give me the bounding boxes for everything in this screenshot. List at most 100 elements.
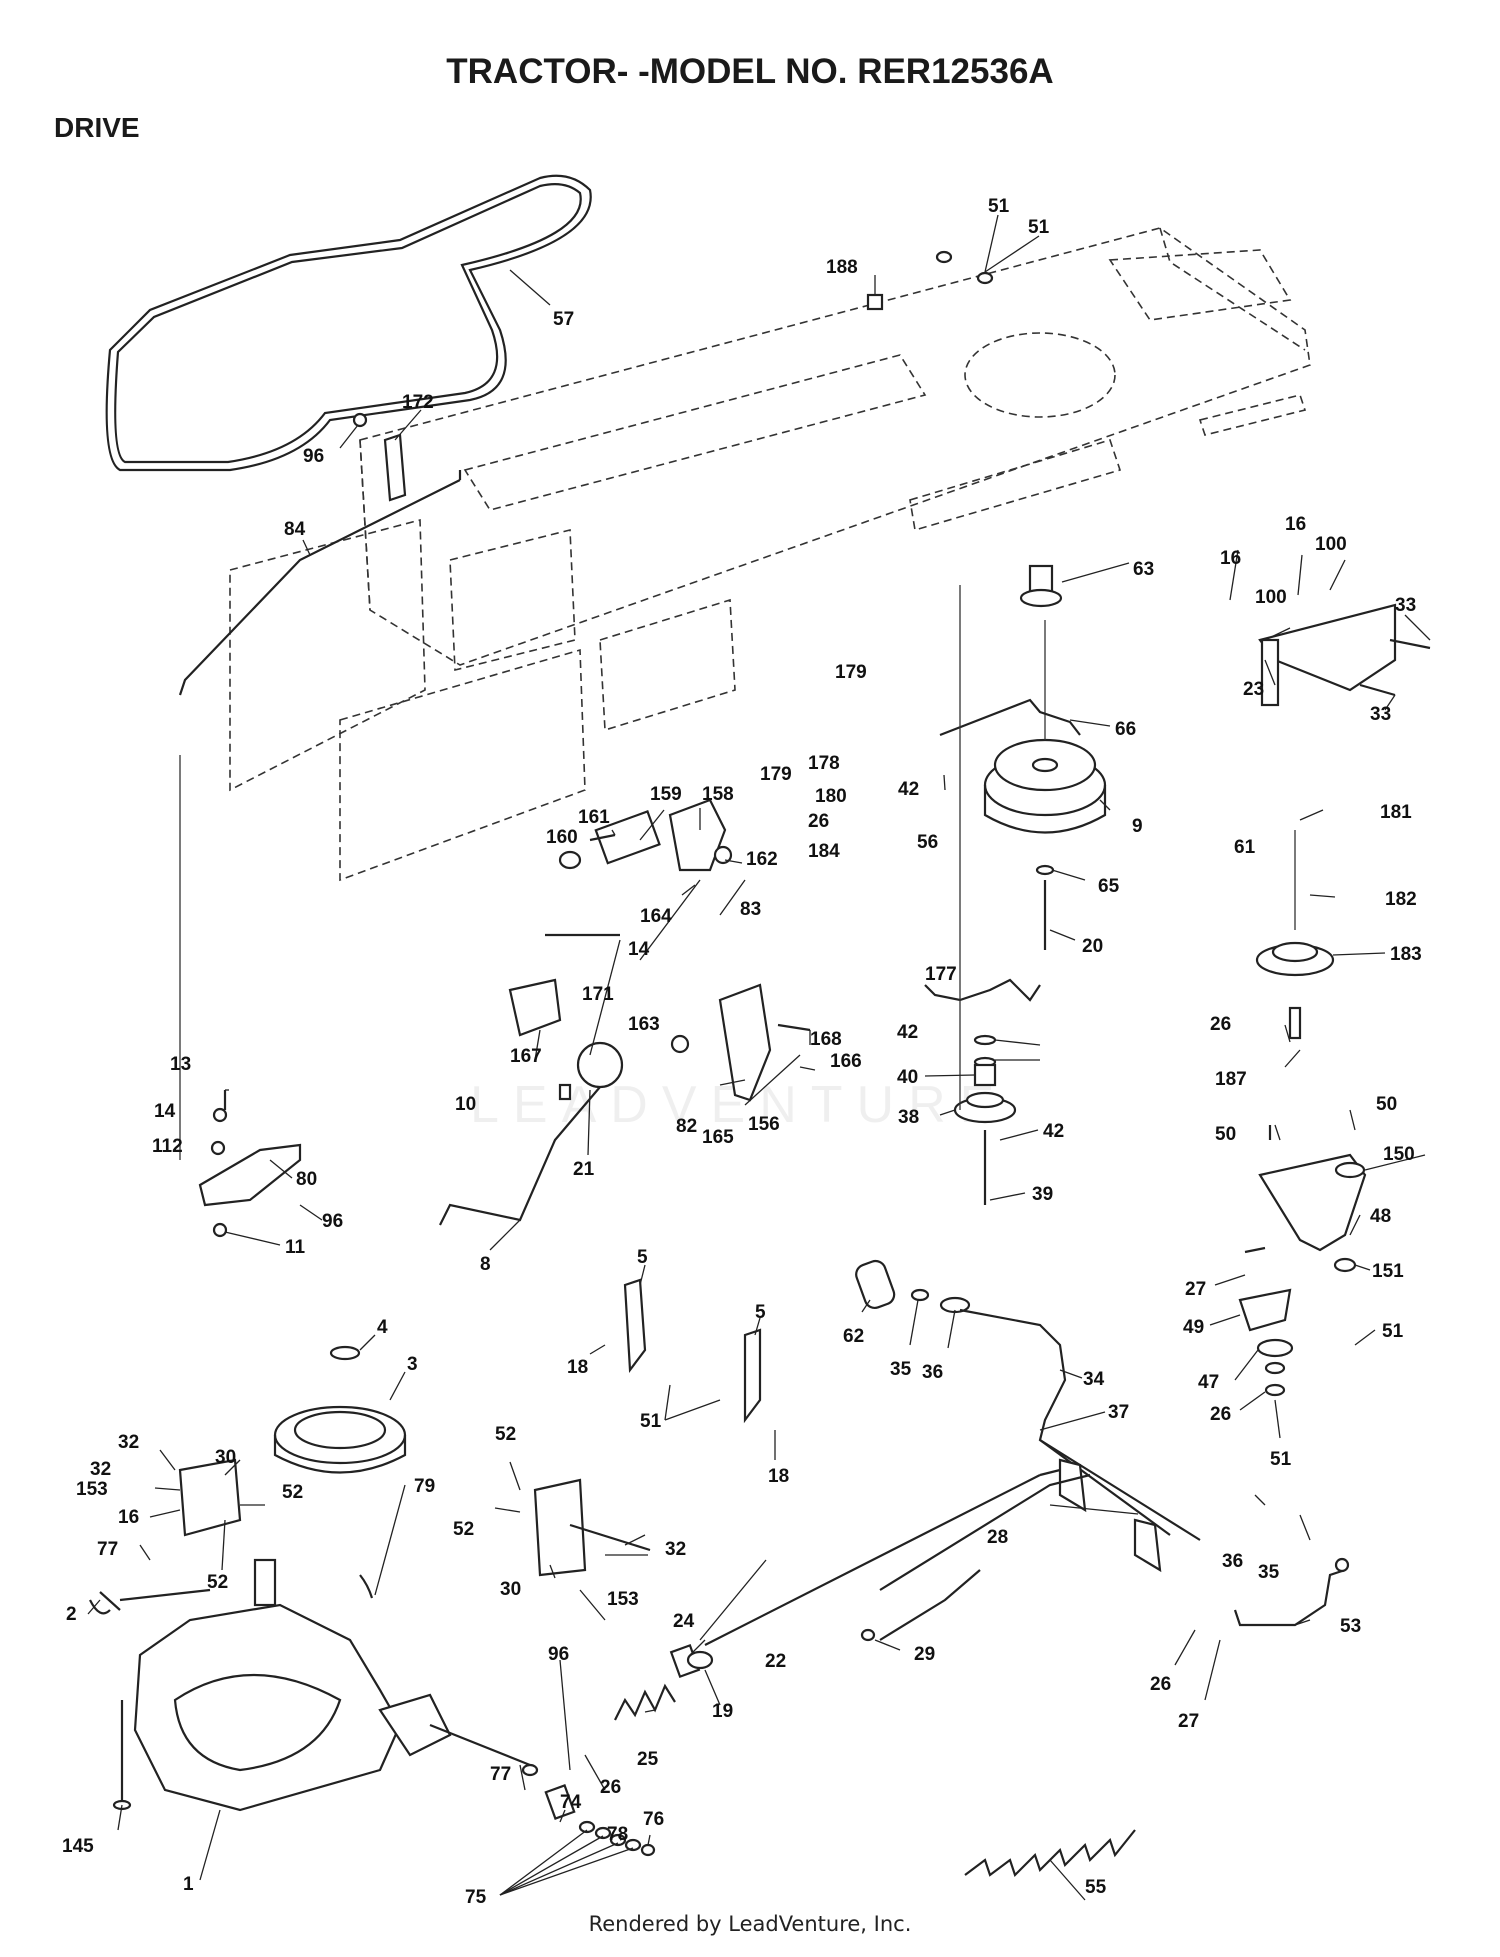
callout-20: 20 (1082, 936, 1103, 957)
callout-1: 1 (183, 1874, 194, 1895)
callout-18: 18 (768, 1466, 789, 1487)
callout-52: 52 (453, 1519, 474, 1540)
callout-76: 76 (643, 1809, 664, 1830)
callout-24: 24 (673, 1611, 695, 1632)
callout-22: 22 (765, 1651, 786, 1672)
shift-bracket-left (623, 1278, 647, 1374)
leader-lines (87, 214, 1431, 1901)
callout-66: 66 (1115, 719, 1136, 740)
callout-29: 29 (914, 1644, 935, 1665)
callout-51: 51 (1028, 217, 1050, 238)
callout-158: 158 (702, 784, 734, 805)
lift-bracket (198, 1143, 302, 1207)
callout-55: 55 (1085, 1877, 1107, 1898)
callout-16: 16 (118, 1507, 139, 1528)
callout-26: 26 (808, 811, 829, 832)
callout-79: 79 (414, 1476, 435, 1497)
callout-18: 18 (567, 1357, 588, 1378)
callout-50: 50 (1376, 1094, 1397, 1115)
return-spring (964, 1829, 1136, 1878)
callout-183: 183 (1390, 944, 1422, 965)
callout-100: 100 (1255, 587, 1287, 608)
callout-4: 4 (377, 1317, 388, 1338)
idler-stack (924, 585, 1041, 1205)
callout-52: 52 (207, 1572, 228, 1593)
callout-14: 14 (154, 1101, 176, 1122)
idler-bracket (1258, 603, 1397, 692)
callout-26: 26 (1210, 1404, 1231, 1425)
shift-knob (576, 1041, 624, 1089)
callout-8: 8 (480, 1254, 491, 1275)
callout-33: 33 (1370, 704, 1391, 725)
callout-28: 28 (987, 1527, 1008, 1548)
callout-80: 80 (296, 1169, 317, 1190)
callout-5: 5 (755, 1302, 766, 1323)
footer-credit: Rendered by LeadVenture, Inc. (588, 1912, 912, 1936)
callout-32: 32 (665, 1539, 686, 1560)
callout-180: 180 (815, 786, 847, 807)
transaxle-pulley (273, 1345, 407, 1599)
callout-35: 35 (1258, 1562, 1280, 1583)
callout-30: 30 (500, 1579, 521, 1600)
callout-53: 53 (1340, 1616, 1361, 1637)
callout-181: 181 (1380, 802, 1412, 823)
callout-182: 182 (1385, 889, 1417, 910)
callout-165: 165 (702, 1127, 734, 1148)
callout-74: 74 (560, 1792, 582, 1813)
drive-belt (105, 174, 592, 472)
callout-78: 78 (607, 1824, 628, 1845)
callout-36: 36 (922, 1362, 943, 1383)
callout-151: 151 (1372, 1261, 1404, 1282)
callout-187: 187 (1215, 1069, 1247, 1090)
callout-2: 2 (66, 1604, 77, 1625)
callout-52: 52 (495, 1424, 516, 1445)
callout-184: 184 (808, 841, 840, 862)
callout-19: 19 (712, 1701, 733, 1722)
callout-30: 30 (215, 1447, 236, 1468)
callout-48: 48 (1370, 1206, 1391, 1227)
callout-33: 33 (1395, 595, 1416, 616)
callout-16: 16 (1220, 548, 1241, 569)
callout-77: 77 (490, 1764, 511, 1785)
callout-96: 96 (322, 1211, 343, 1232)
callout-36: 36 (1222, 1551, 1243, 1572)
callout-65: 65 (1098, 876, 1120, 897)
callout-177: 177 (925, 964, 957, 985)
callout-62: 62 (843, 1326, 864, 1347)
callout-49: 49 (1183, 1317, 1204, 1338)
callout-50: 50 (1215, 1124, 1236, 1145)
callout-159: 159 (650, 784, 682, 805)
bracket (383, 433, 407, 502)
pedal-shaft (855, 1259, 1201, 1642)
callout-26: 26 (1210, 1014, 1231, 1035)
shift-bracket-right (743, 1328, 762, 1424)
callout-35: 35 (890, 1359, 912, 1380)
callout-51: 51 (1382, 1321, 1404, 1342)
callout-40: 40 (897, 1067, 918, 1088)
callout-11: 11 (285, 1237, 306, 1258)
callout-160: 160 (546, 827, 578, 848)
callout-51: 51 (640, 1411, 662, 1432)
callout-27: 27 (1185, 1279, 1206, 1300)
callout-61: 61 (1234, 837, 1256, 858)
callout-167: 167 (510, 1046, 542, 1067)
callout-52: 52 (282, 1482, 303, 1503)
callout-57: 57 (553, 309, 574, 330)
callout-10: 10 (455, 1094, 476, 1115)
transaxle (89, 1558, 531, 1812)
section-heading: DRIVE (54, 112, 140, 143)
mounting-bracket-right (533, 1478, 587, 1577)
callout-16: 16 (1285, 514, 1306, 535)
callout-5: 5 (637, 1247, 648, 1268)
callout-37: 37 (1108, 1402, 1129, 1423)
idler-arm (1258, 1153, 1367, 1252)
callout-161: 161 (578, 807, 610, 828)
callout-100: 100 (1315, 534, 1347, 555)
page-title: TRACTOR- -MODEL NO. RER12536A (446, 52, 1054, 91)
callout-153: 153 (607, 1589, 639, 1610)
callout-153: 153 (76, 1479, 108, 1500)
callout-labels: 51 51 188 57 172 96 84 63 16 100 16 100 … (62, 196, 1422, 1908)
callout-25: 25 (637, 1749, 659, 1770)
